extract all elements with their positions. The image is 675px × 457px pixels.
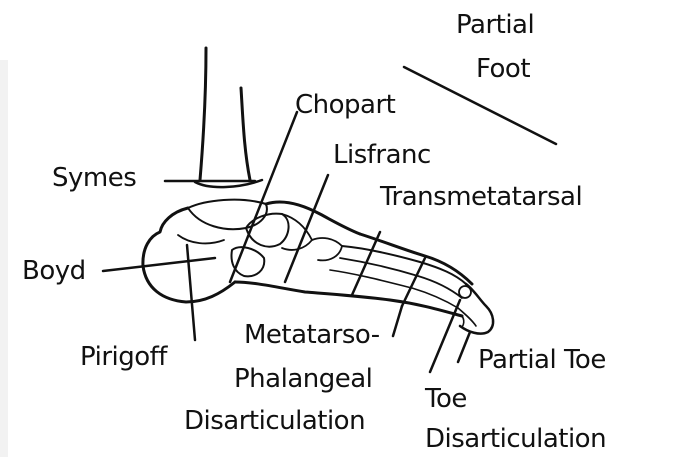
boyd-pointer xyxy=(103,258,215,271)
transmetatarsal-cut-line xyxy=(352,232,380,295)
transmetatarsal-label: Transmetatarsal xyxy=(380,182,582,212)
cuneiform-2 xyxy=(312,238,342,260)
mtp-label-line1: Metatarso- xyxy=(244,320,380,350)
mtp-pointer xyxy=(393,306,402,336)
mtp-label-line2: Phalangeal xyxy=(234,364,372,394)
toe-disarticulation-label-line2: Disarticulation xyxy=(425,424,606,454)
partial-toe-pointer xyxy=(458,332,470,362)
lisfranc-pointer xyxy=(285,175,328,282)
metatarsal-3 xyxy=(330,270,458,308)
tibia-left-edge xyxy=(200,48,206,180)
toe-disarticulation-label-line1: Toe xyxy=(425,384,467,414)
calcaneus-inner-line xyxy=(178,235,224,243)
lisfranc-label: Lisfranc xyxy=(333,140,431,170)
sesamoid-circle xyxy=(459,286,471,298)
partial-toe-label: Partial Toe xyxy=(478,345,606,375)
cuboid-bone xyxy=(232,247,265,276)
tibia-right-edge xyxy=(241,88,250,180)
top-left-blank xyxy=(0,0,90,60)
pirigoff-label: Pirigoff xyxy=(80,342,167,372)
partial-foot-label-line2: Foot xyxy=(476,54,530,84)
partial-foot-label-line1: Partial xyxy=(456,10,534,40)
left-margin-strip xyxy=(0,60,8,457)
plantar-edge xyxy=(235,282,462,316)
navicular-bone xyxy=(246,214,289,247)
chopart-label: Chopart xyxy=(295,90,395,120)
boyd-label: Boyd xyxy=(22,256,86,286)
mtp-label-line3: Disarticulation xyxy=(184,406,365,436)
mtp-cut-line xyxy=(402,258,425,306)
dorsal-midfoot-edge xyxy=(266,202,360,234)
talus-bone xyxy=(188,200,267,230)
symes-label: Symes xyxy=(52,163,136,193)
